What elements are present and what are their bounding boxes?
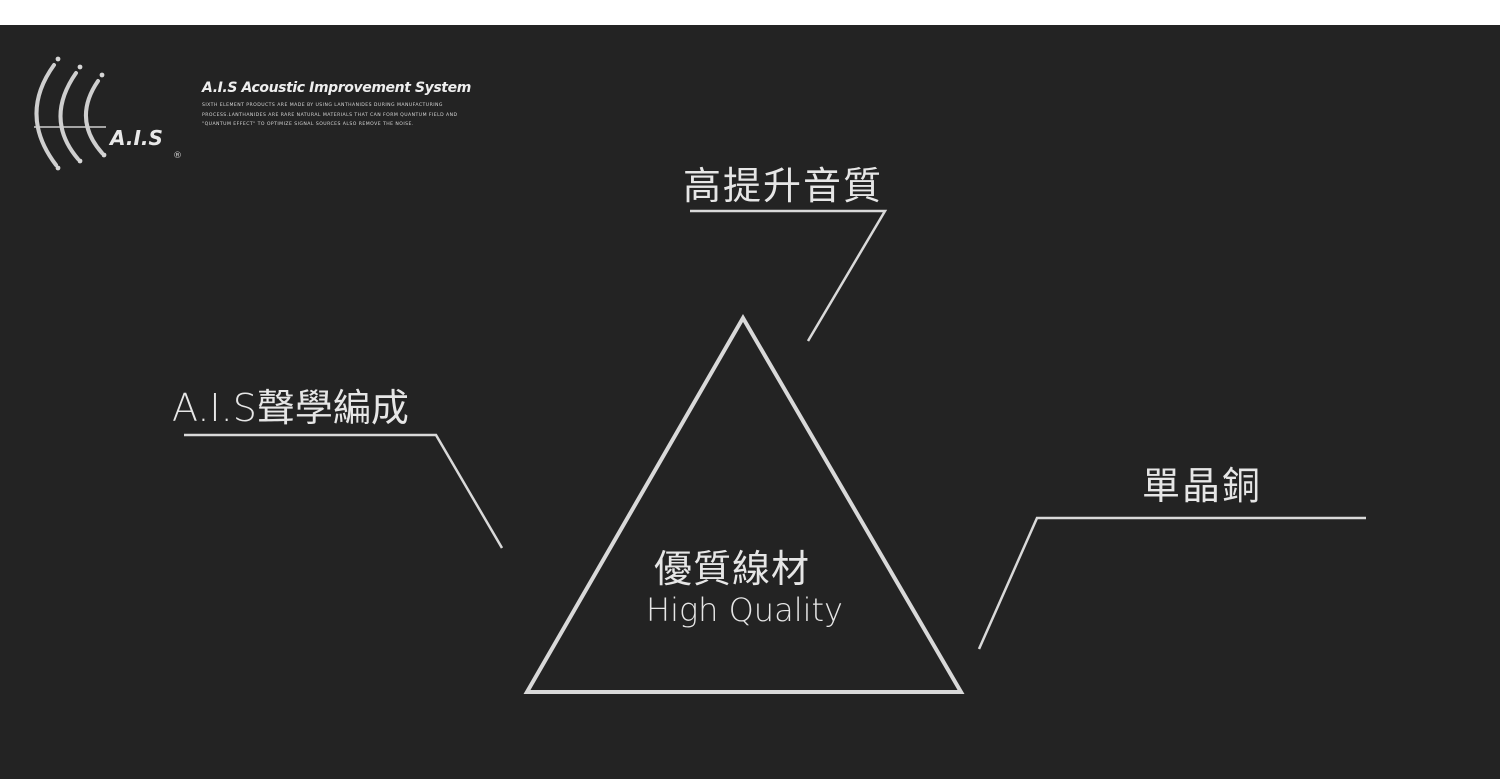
center-label-cn: 優質線材 [654, 547, 811, 591]
ais-logo: A.I.S ® A.I.S Acoustic Improvement Syste… [24, 55, 471, 185]
right-feature-label: 單晶銅 [1142, 464, 1263, 508]
center-label-en: High Quality [646, 591, 843, 629]
triangle-diagram [184, 209, 1366, 694]
ais-logo-mark-icon: A.I.S ® [34, 56, 182, 171]
left-leader-line [184, 433, 504, 549]
top-leader-line [690, 209, 888, 342]
top-feature-label: 高提升音質 [683, 164, 884, 208]
left-feature-label: A.I.S聲學編成 [172, 386, 409, 430]
logo-title: A.I.S Acoustic Improvement System [202, 80, 471, 96]
feature-panel: A.I.S ® A.I.S Acoustic Improvement Syste… [0, 25, 1500, 779]
right-leader-line [977, 516, 1366, 650]
logo-description: Sixth Element products are made by using… [202, 103, 458, 127]
central-triangle [523, 314, 965, 694]
logo-mark-text: A.I.S [108, 126, 163, 150]
registered-mark: ® [173, 151, 182, 161]
